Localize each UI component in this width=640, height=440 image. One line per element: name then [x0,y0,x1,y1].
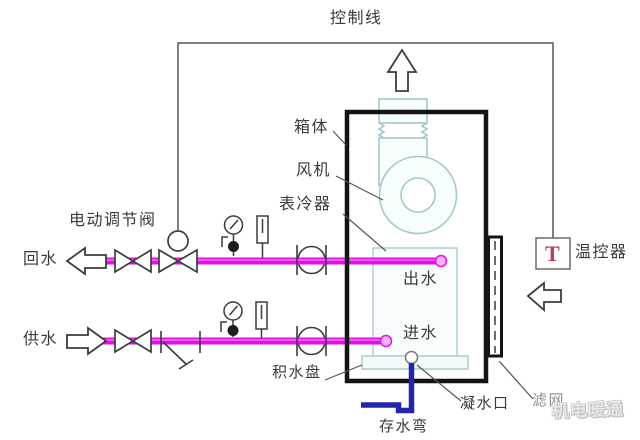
gate-valve-return-icon [114,248,152,274]
thermometer-supply-icon [255,301,268,338]
water-outlet-label: 出水 [403,271,439,288]
leader-cabinet [332,130,347,146]
leader-fan [335,175,384,201]
drain-pan-label: 积水盘 [272,364,322,381]
cabinet-label: 箱体 [294,119,330,136]
leader-drain-pan [324,364,363,381]
air-outlet-arrow-icon [386,48,418,92]
control-line-label: 控制线 [330,10,383,27]
water-trap-pipe [361,363,415,414]
thermostat-label: 温控器 [575,244,628,261]
fan-symbol [378,155,458,235]
air-inlet-arrow-icon [526,281,562,312]
supply-water-label: 供水 [23,331,59,348]
flow-arrows [65,48,562,356]
valves [114,230,198,354]
leader-condensate [416,364,462,402]
supply-water-arrow-icon [66,326,108,356]
condensate-port-circle [404,350,419,365]
return-water-arrow-icon [65,246,107,276]
condensate-drain [361,350,419,414]
water-trap-label: 存水弯 [379,418,429,435]
thermostat-box [535,237,571,270]
fan-label: 风机 [296,162,332,179]
gate-valve-supply-icon [114,328,152,354]
pressure-gauge-supply-icon [220,301,243,337]
flexible-connection [377,122,429,139]
watermark-text: 机电暖通 [551,399,625,422]
filter-section [487,235,503,358]
return-water-label: 回水 [23,251,59,268]
surface-cooler-label: 表冷器 [279,196,332,213]
flex-joint-ticks [296,245,327,356]
control-wire [177,42,554,238]
water-inlet-label: 进水 [403,325,439,342]
filter-screen-label: 滤网 [532,392,566,409]
gauge-cock-supply [227,325,239,336]
leader-lines [324,130,534,402]
supply-pipe-cap [379,334,393,348]
water-pipes [100,254,448,348]
leader-cooler [342,213,387,252]
return-pipe-cap [434,254,448,268]
pressure-gauge-return-icon [221,215,244,256]
thermostat-symbol: T [545,241,560,266]
gauge-cock-return [228,241,239,252]
fan-inner-circle [400,177,436,213]
electric-valve-body [158,248,198,274]
electric-valve-actuator-icon [167,230,189,252]
ahu-cabinet-outline [344,109,489,384]
leader-filter [498,360,534,400]
electric-valve-label: 电动调节阀 [69,212,157,229]
strainer-icon [160,331,201,370]
condensate-port-label: 凝水口 [460,395,510,412]
thermometer-return-icon [256,215,269,258]
